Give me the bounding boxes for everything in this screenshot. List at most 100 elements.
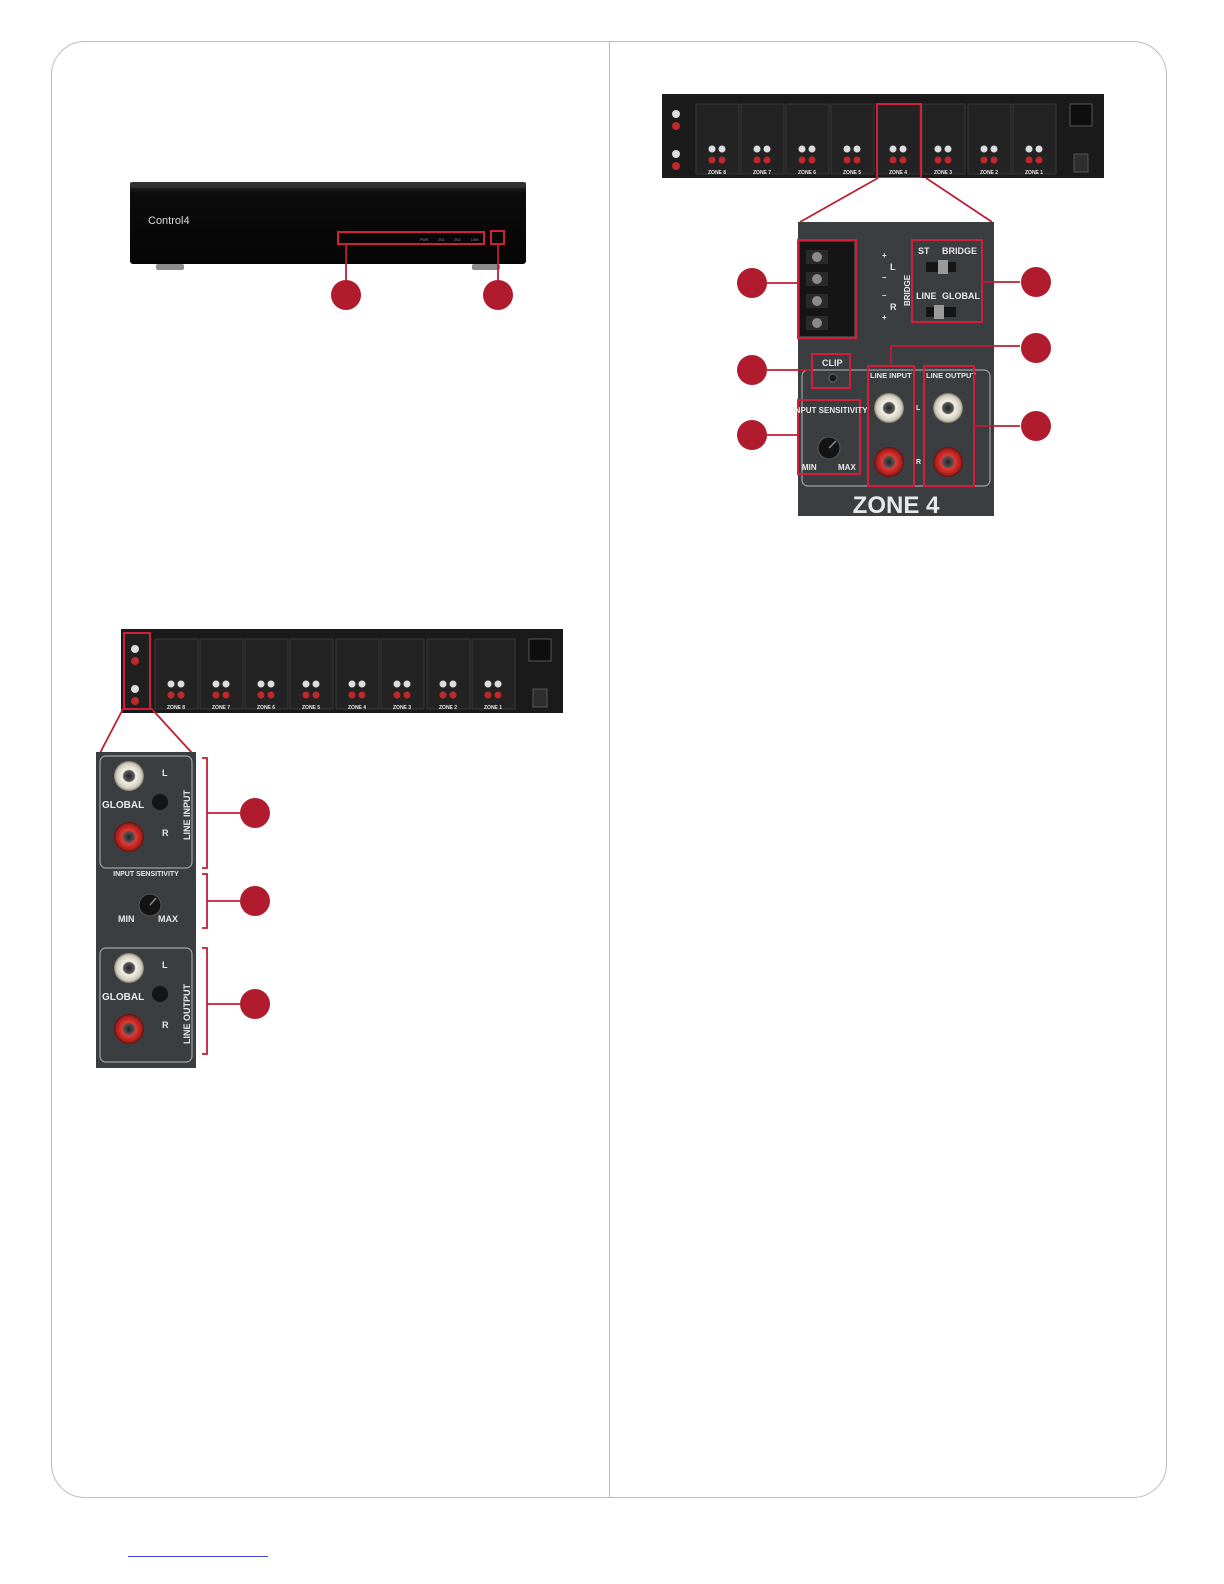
brand-logo: Control4: [148, 215, 190, 227]
callout-marker: [1021, 411, 1051, 441]
global-leaders: [99, 706, 193, 754]
screw-icon: [152, 986, 168, 1002]
max-label: MAX: [838, 463, 856, 472]
global-line-input-right-jack[interactable]: [114, 822, 144, 852]
callout-marker: [737, 268, 767, 298]
bracket: [202, 873, 208, 929]
channel-right-label: R: [162, 1020, 169, 1030]
clip-highlight: [811, 353, 851, 389]
global-line-output-right-jack[interactable]: [114, 1014, 144, 1044]
terminal-mark: L: [890, 262, 896, 272]
callout-marker: [240, 798, 270, 828]
zone-line-output-left-jack[interactable]: [933, 393, 963, 423]
zone-label: ZONE 1: [484, 705, 502, 711]
bracket: [202, 947, 208, 1055]
zone-label: ZONE 8: [708, 170, 726, 176]
channel-left-label: L: [916, 405, 921, 412]
front-right-foot: [472, 264, 500, 270]
zone-label: ZONE 8: [167, 705, 185, 711]
callout-marker: [331, 280, 361, 310]
bridge-vertical-label: BRIDGE: [903, 274, 912, 306]
global-io-section: [125, 633, 151, 709]
line-output-label: LINE OUTPUT: [182, 983, 192, 1044]
channel-right-label: R: [162, 828, 169, 838]
channel-right-label: R: [916, 459, 921, 466]
zone-label: ZONE 4: [348, 705, 366, 711]
channel-left-label: L: [162, 960, 168, 970]
callout-marker: [483, 280, 513, 310]
terminal-mark: –: [882, 273, 887, 282]
rear-panel-figure-right: ZONE 8 ZONE 7 ZONE 6 ZONE 5 ZONE 4 ZONE …: [662, 94, 1104, 178]
terminal-mark: –: [882, 291, 887, 300]
svg-text:LINK: LINK: [471, 238, 479, 242]
zone-label: ZONE 5: [843, 170, 861, 176]
sensitivity-highlight: [797, 399, 861, 475]
input-sensitivity-label: INPUT SENSITIVITY: [113, 871, 179, 878]
terminal-mark: +: [882, 313, 887, 322]
svg-text:PWR: PWR: [420, 238, 429, 242]
zone-label: ZONE 3: [934, 170, 952, 176]
zone-leaders: [799, 177, 993, 223]
footer-link-underline[interactable]: [128, 1556, 268, 1557]
zone-label: ZONE 7: [753, 170, 771, 176]
front-left-foot: [156, 264, 184, 270]
screw-icon: [152, 794, 168, 810]
callout-marker: [737, 355, 767, 385]
zone-line-output-label: LINE OUTPUT: [926, 371, 976, 380]
indicator-labels: PWR ZN1 ZN2 LINK: [420, 238, 479, 242]
callout-marker: [240, 886, 270, 916]
svg-text:ZN1: ZN1: [438, 238, 445, 242]
zone-title: ZONE 4: [853, 492, 940, 519]
input-sensitivity-label: INPUT SENSITIVITY: [792, 406, 868, 415]
callout-marker: [240, 989, 270, 1019]
st-label: ST: [918, 246, 930, 256]
global-detail-figure: L R GLOBAL LINE INPUT INPUT SENSITIVITY …: [96, 752, 270, 1068]
global-line-output-left-jack[interactable]: [114, 953, 144, 983]
global-label: GLOBAL: [942, 291, 980, 301]
global-label: GLOBAL: [102, 800, 144, 811]
power-switch: [532, 688, 548, 708]
rear-jacks: [167, 680, 502, 699]
callout-marker: [1021, 333, 1051, 363]
callout-marker: [737, 420, 767, 450]
speaker-terminal-highlight: [797, 239, 857, 339]
svg-text:ZN2: ZN2: [454, 238, 461, 242]
terminal-mark: +: [882, 251, 887, 260]
zone4-highlight: [876, 103, 922, 178]
column-divider: [609, 42, 610, 1498]
zone-label: ZONE 2: [439, 705, 457, 711]
power-inlet: [528, 638, 552, 662]
bridge-switch-label: BRIDGE: [942, 246, 977, 256]
zone-label: ZONE 4: [889, 170, 907, 176]
terminal-screws: [806, 250, 828, 330]
zone-detail-figure: + L – – R + BRIDGE ST BRIDGE LINE GLOBAL…: [737, 222, 1051, 519]
zone-label: ZONE 6: [798, 170, 816, 176]
bracket: [202, 757, 208, 869]
global-label: GLOBAL: [102, 992, 144, 1003]
switches-highlight: [911, 239, 983, 323]
channel-left-label: L: [162, 768, 168, 778]
zone-label: ZONE 5: [302, 705, 320, 711]
front-panel-figure: Control4 PWR ZN1 ZN2 LINK: [130, 182, 526, 310]
zone-line-input-left-jack[interactable]: [874, 393, 904, 423]
zone-label: ZONE 6: [257, 705, 275, 711]
callout-marker: [1021, 267, 1051, 297]
global-line-input-left-jack[interactable]: [114, 761, 144, 791]
max-label: MAX: [158, 914, 178, 924]
zone-line-input-label: LINE INPUT: [870, 371, 912, 380]
rear-zone-modules: [154, 638, 516, 710]
zone-label: ZONE 1: [1025, 170, 1043, 176]
zone-line-output-right-jack[interactable]: [933, 447, 963, 477]
clip-led: [828, 373, 838, 383]
zone-label: ZONE 7: [212, 705, 230, 711]
line-input-label: LINE INPUT: [182, 789, 192, 840]
min-label: MIN: [802, 463, 817, 472]
global-io-highlight: [123, 632, 151, 710]
zone-label: ZONE 3: [393, 705, 411, 711]
rear-panel-figure-left: ZONE 8 ZONE 7 ZONE 6 ZONE 5 ZONE 4 ZONE …: [121, 629, 563, 713]
min-label: MIN: [118, 914, 135, 924]
terminal-mark: R: [890, 302, 897, 312]
zone-label: ZONE 2: [980, 170, 998, 176]
clip-label: CLIP: [822, 358, 843, 368]
zone-line-input-right-jack[interactable]: [874, 447, 904, 477]
